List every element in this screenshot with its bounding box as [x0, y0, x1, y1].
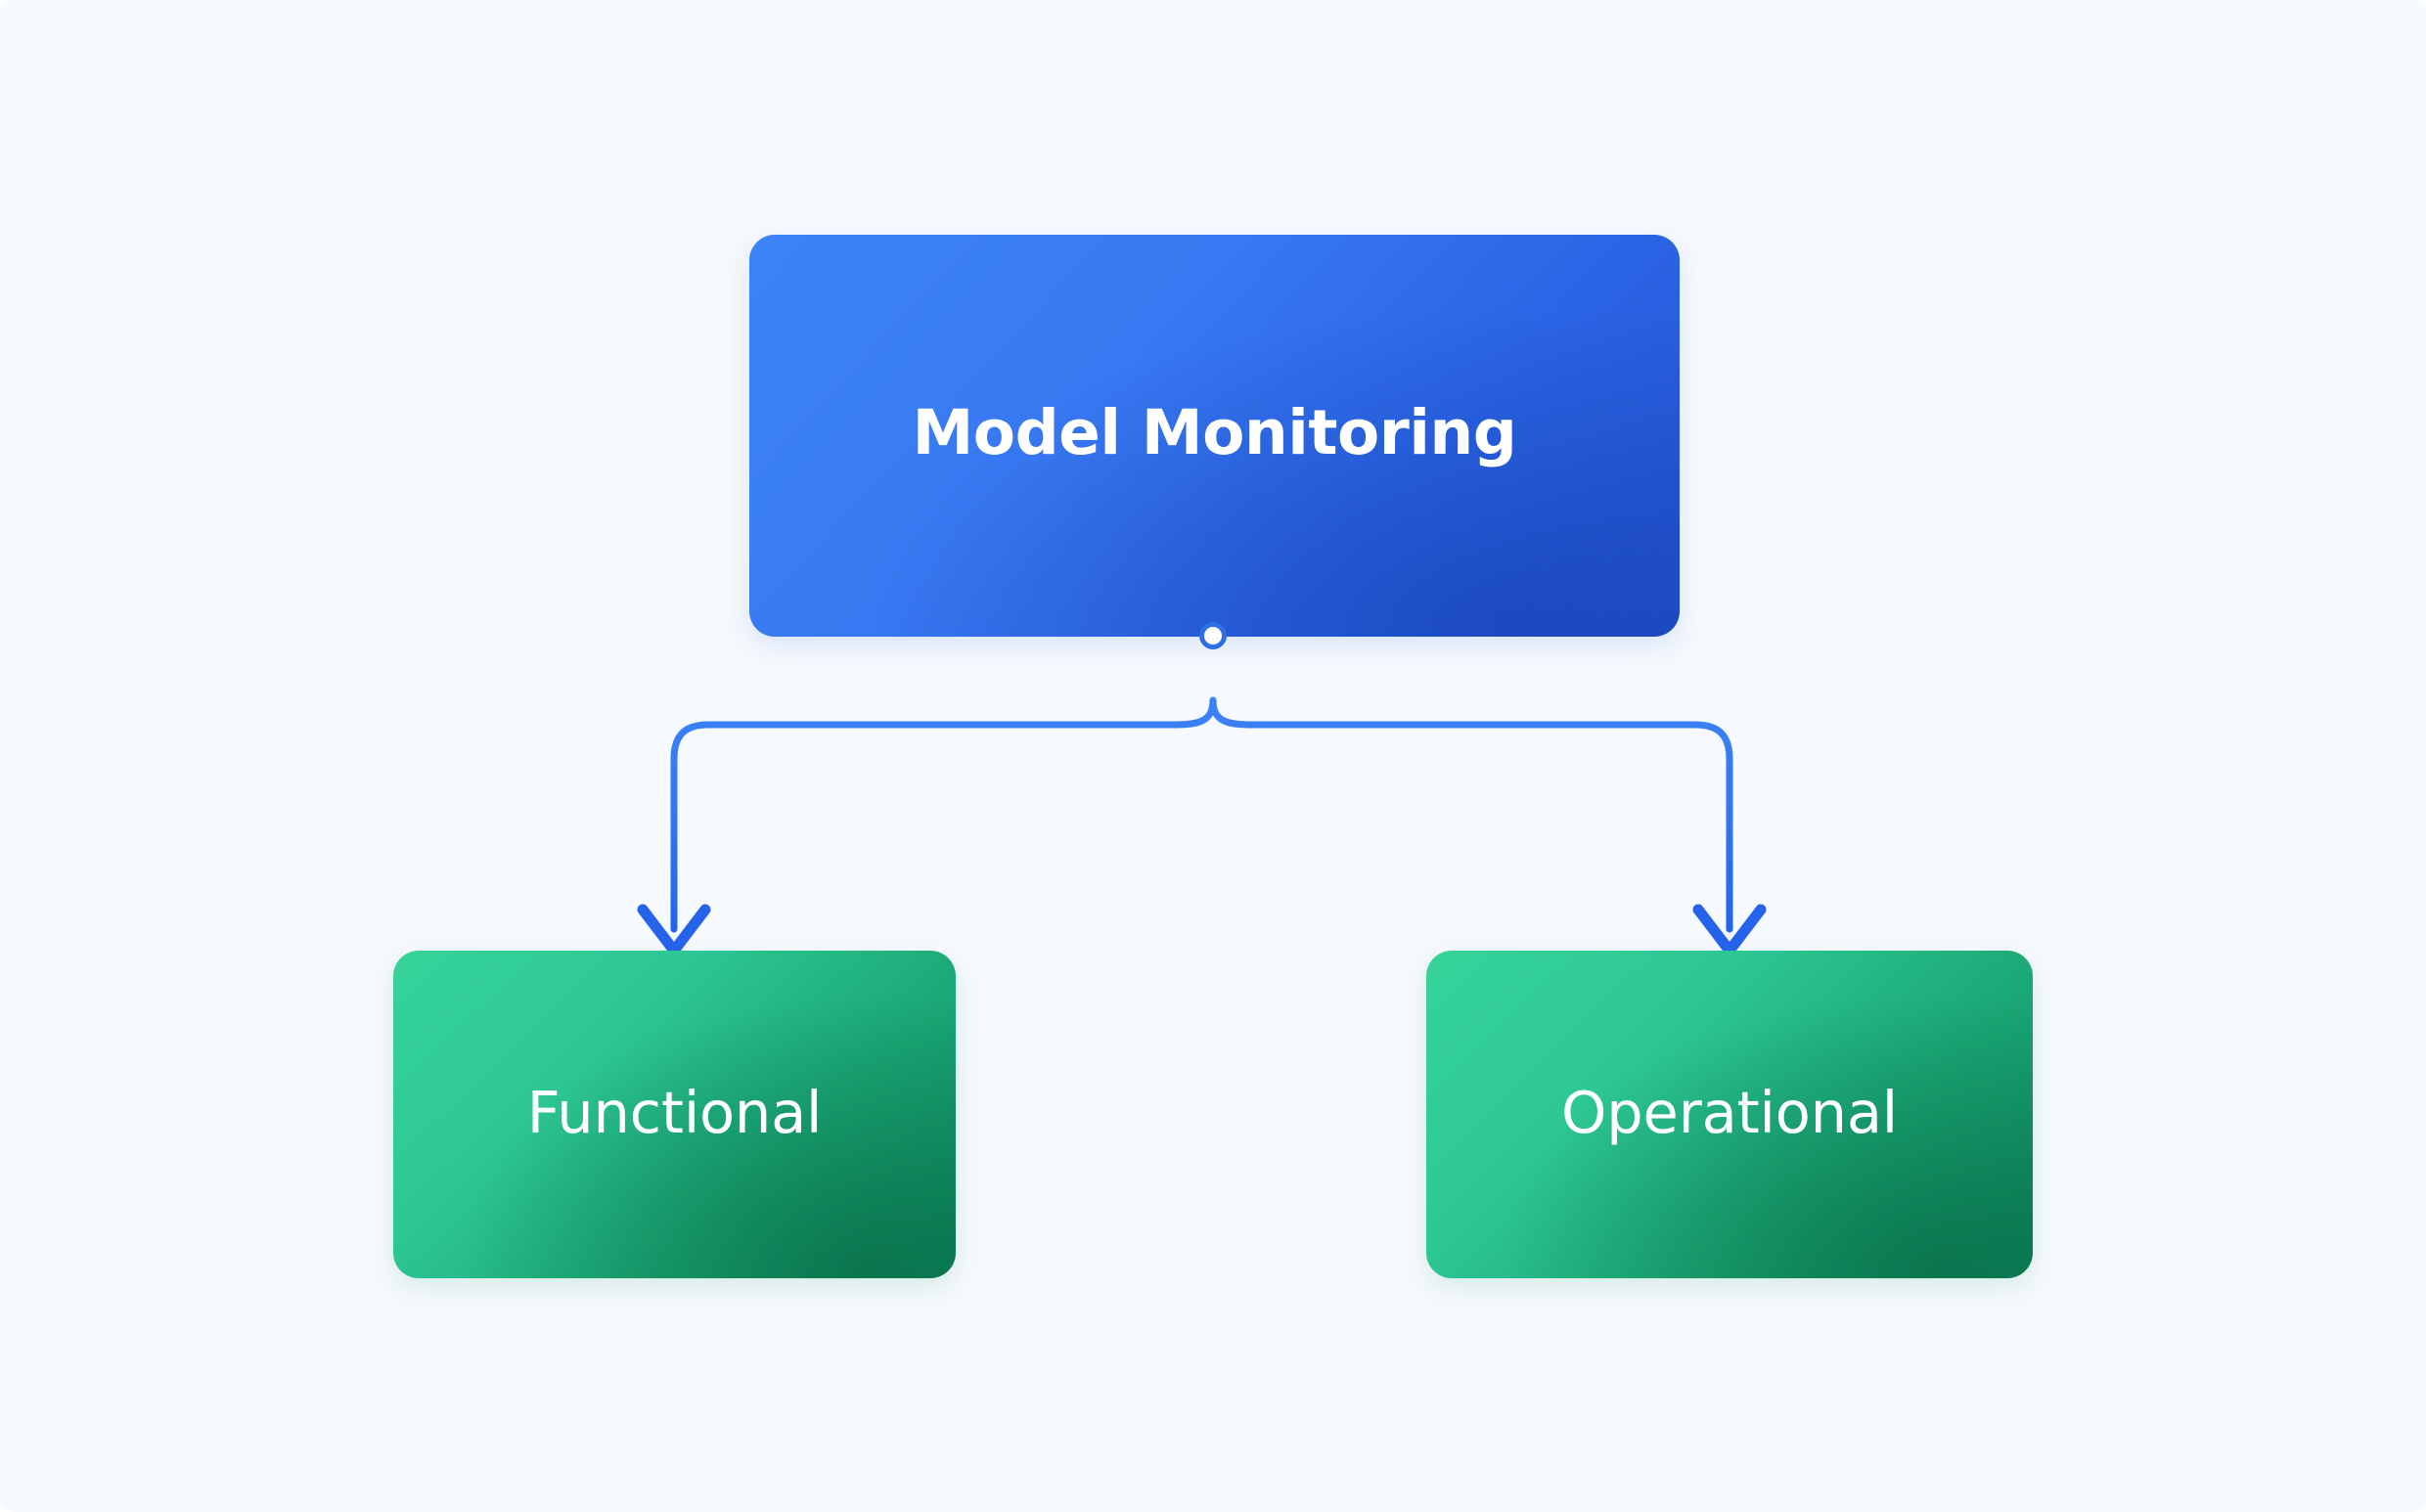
node-functional[interactable]: Functional — [393, 951, 956, 1278]
edge-root-to-functional — [670, 696, 1217, 933]
node-model-monitoring[interactable]: Model Monitoring — [749, 235, 1680, 637]
node-label-operational: Operational — [1561, 1079, 1898, 1146]
arrowhead-operational-icon — [1692, 904, 1767, 956]
node-operational[interactable]: Operational — [1426, 951, 2033, 1278]
node-label-model-monitoring: Model Monitoring — [912, 397, 1517, 468]
node-label-functional: Functional — [526, 1079, 823, 1146]
arrowhead-functional-icon — [637, 904, 711, 956]
source-handle-dot[interactable] — [1199, 622, 1227, 649]
edge-root-to-operational — [1209, 696, 1733, 933]
